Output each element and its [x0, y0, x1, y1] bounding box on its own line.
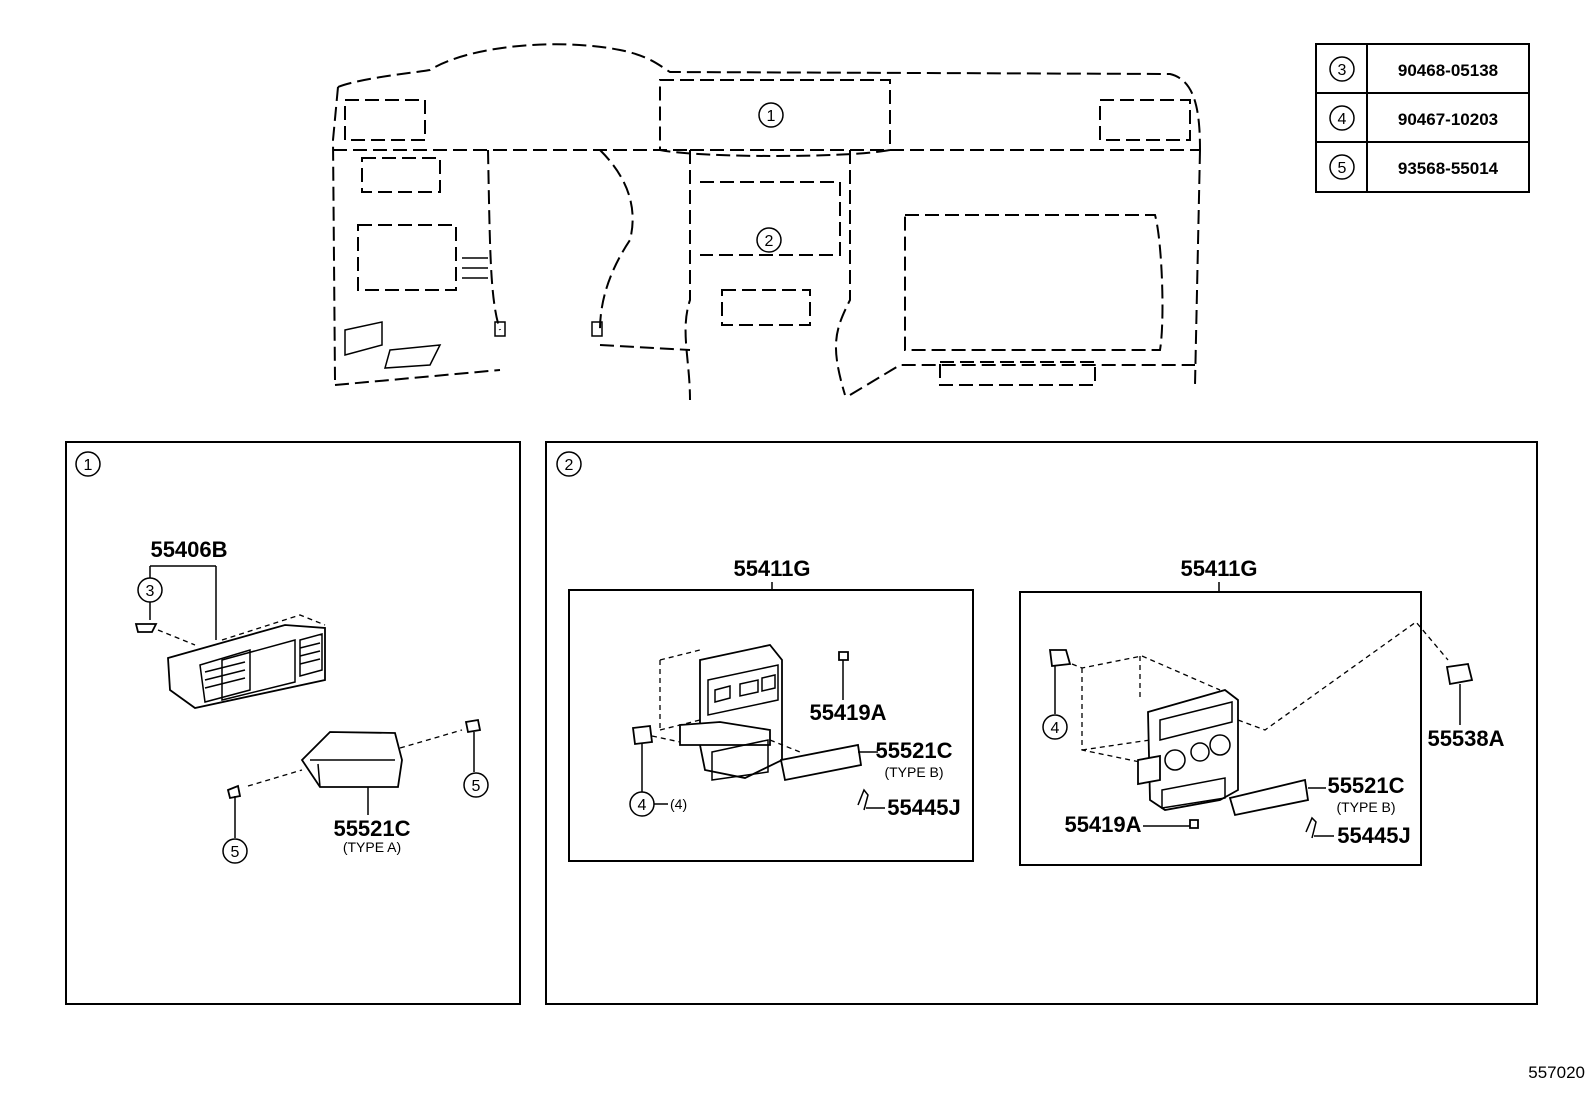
label-55521C-right: 55521C — [1327, 773, 1404, 798]
label-55521C-type: (TYPE A) — [343, 839, 401, 855]
left-group: 55411G 4 (4) 55419A — [568, 556, 974, 862]
right-group: 55411G 4 — [1019, 556, 1505, 866]
svg-text:5: 5 — [231, 844, 240, 861]
part-55538A — [1445, 662, 1474, 686]
svg-text:2: 2 — [565, 457, 574, 474]
diagram-code: 557020 — [1528, 1063, 1585, 1082]
label-55521C: 55521C — [333, 816, 410, 841]
callout-3: 3 — [137, 577, 163, 603]
callout-5b: 5 — [463, 772, 489, 798]
right-group-title: 55411G — [1180, 556, 1257, 581]
callout-4-qty: (4) — [670, 796, 687, 812]
svg-text:3: 3 — [1338, 62, 1347, 79]
table-row-ref: 3 — [1329, 56, 1355, 82]
center-vent-region — [659, 79, 891, 157]
label-55419A-right: 55419A — [1064, 812, 1141, 837]
callout-4-right: 4 — [1042, 714, 1068, 740]
control-panel-unit-left — [659, 644, 783, 781]
svg-text:4: 4 — [638, 797, 647, 814]
svg-text:3: 3 — [146, 583, 155, 600]
svg-text:5: 5 — [472, 778, 481, 795]
fastener-table: 3 90468-05138 4 90467-10203 5 93568-5501… — [1315, 43, 1530, 193]
callout-4-left: 4 — [629, 791, 655, 817]
label-55521C-left-type: (TYPE B) — [884, 764, 943, 780]
label-55419A-left: 55419A — [809, 700, 886, 725]
svg-text:2: 2 — [765, 233, 774, 250]
panel-1-ref: 1 — [75, 451, 101, 477]
overview-ref-2: 2 — [756, 227, 782, 253]
svg-text:1: 1 — [84, 457, 93, 474]
screw-5b — [464, 718, 482, 734]
panel-1: 1 55406B 3 5 — [65, 441, 521, 1005]
part-55445J-left — [857, 788, 885, 811]
part-55419A-right — [1189, 819, 1199, 829]
label-55445J-left: 55445J — [887, 795, 960, 820]
svg-text:1: 1 — [767, 108, 776, 125]
svg-text:5: 5 — [1338, 160, 1347, 177]
overview-ref-1: 1 — [758, 102, 784, 128]
panel-2-ref: 2 — [556, 451, 582, 477]
label-55445J-right: 55445J — [1337, 823, 1410, 848]
clip-4-right-part — [1048, 649, 1072, 667]
label-55538A: 55538A — [1427, 726, 1504, 751]
part-55419A-left — [838, 651, 849, 661]
table-row-ref: 5 — [1329, 154, 1355, 180]
label-55521C-left: 55521C — [875, 738, 952, 763]
dashboard-overview: 1 2 — [331, 43, 1201, 401]
table-row-ref: 4 — [1329, 105, 1355, 131]
vent-bezel-55406B — [167, 624, 326, 709]
callout-5a: 5 — [222, 838, 248, 864]
control-panel-unit-right — [1137, 689, 1239, 811]
table-part-no: 93568-55014 — [1398, 159, 1499, 178]
part-55445J-right — [1305, 816, 1334, 839]
svg-text:4: 4 — [1051, 720, 1060, 737]
tray-55521C-type-a — [300, 731, 403, 788]
table-part-no: 90467-10203 — [1398, 110, 1498, 129]
svg-text:4: 4 — [1338, 111, 1347, 128]
left-group-title: 55411G — [733, 556, 810, 581]
table-part-no: 90468-05138 — [1398, 61, 1498, 80]
panel-2: 2 55411G 4 (4) — [545, 441, 1538, 1005]
tray-55521C-right — [1228, 778, 1310, 817]
clip-3-part — [134, 623, 158, 633]
label-55521C-right-type: (TYPE B) — [1336, 799, 1395, 815]
screw-5a — [226, 784, 242, 800]
label-55406B: 55406B — [150, 537, 227, 562]
clip-4-part — [631, 725, 654, 745]
tray-55521C-left — [779, 743, 863, 782]
